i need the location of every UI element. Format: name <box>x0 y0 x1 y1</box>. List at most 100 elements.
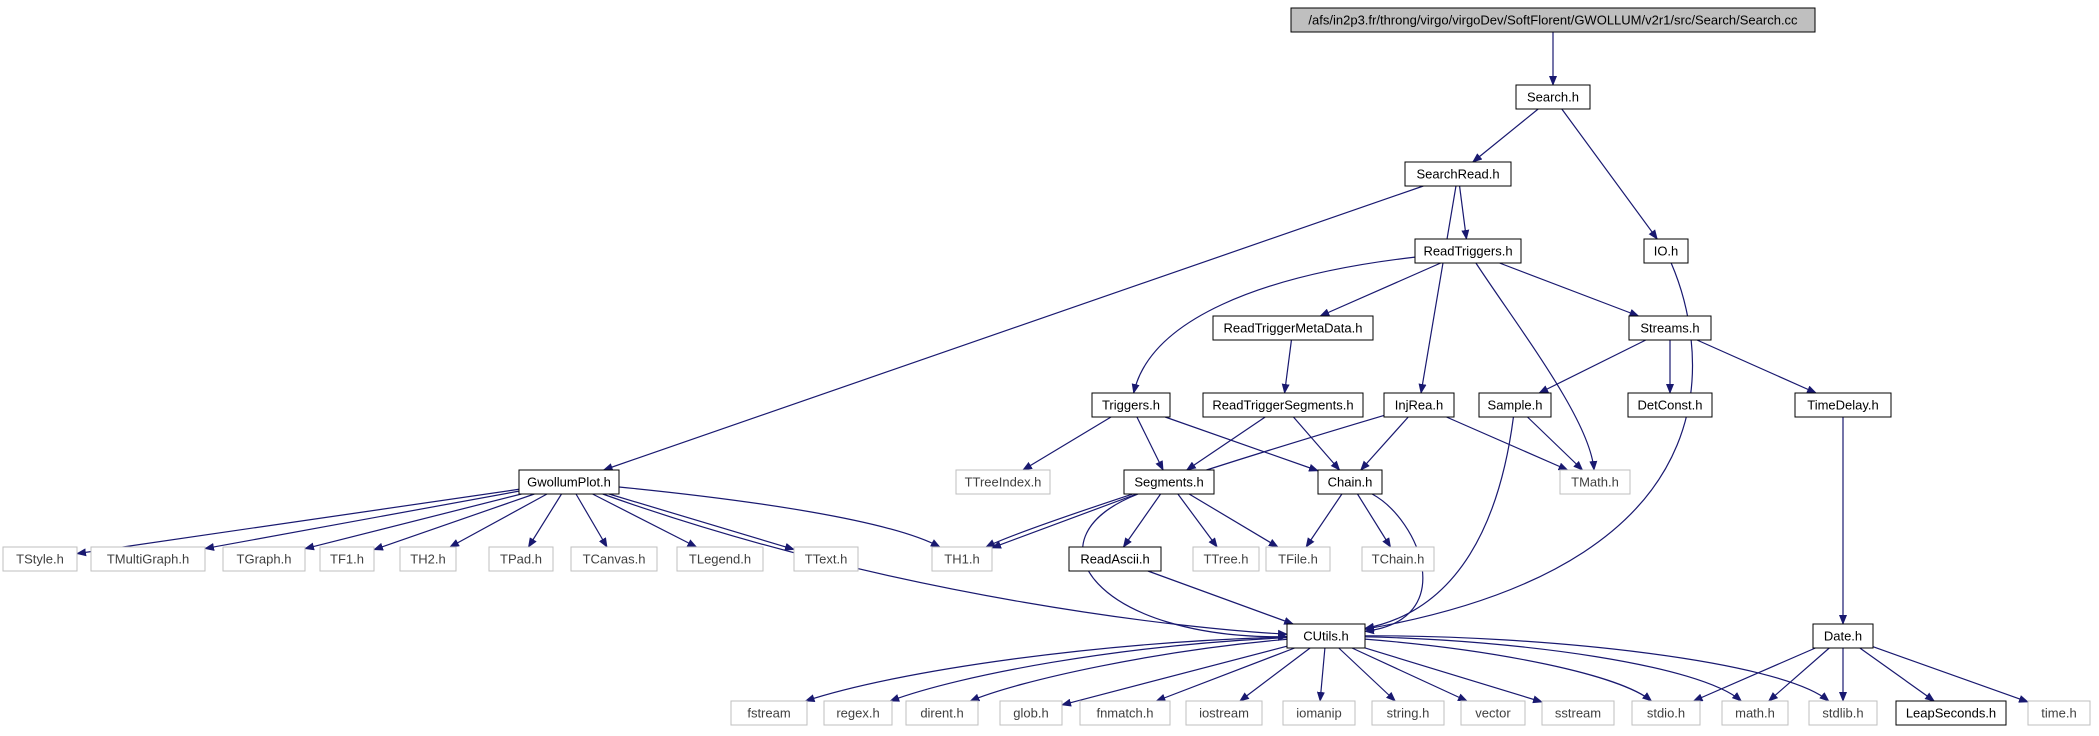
node-box <box>90 546 206 572</box>
node-box <box>1290 7 1816 33</box>
edge-cutils_h-to-fstream <box>804 636 1288 702</box>
node-root[interactable]: /afs/in2p3.fr/throng/virgo/virgoDev/Soft… <box>1290 7 1816 33</box>
edge-date_h-to-time_h <box>1872 646 2029 703</box>
node-segments-h[interactable]: Segments.h <box>1123 469 1215 495</box>
node-readtriggermetadata-h[interactable]: ReadTriggerMetaData.h <box>1212 315 1374 341</box>
node-sample-h[interactable]: Sample.h <box>1478 392 1552 418</box>
node-label: TMath.h <box>1571 475 1619 490</box>
node-label: TTreeIndex.h <box>965 475 1042 490</box>
edge-gwollumplot_h-to-th2_h <box>449 493 548 548</box>
node-streams-h[interactable]: Streams.h <box>1628 315 1712 341</box>
node-label: CUtils.h <box>1303 629 1349 644</box>
node-vector: vector <box>1460 700 1526 726</box>
node-box <box>1404 161 1512 187</box>
edge-readtriggermetadata_h-to-readtriggersegments_h <box>1281 339 1293 394</box>
node-triggers-h[interactable]: Triggers.h <box>1091 392 1171 418</box>
node-box <box>1212 315 1374 341</box>
edge-readtriggersegments_h-to-chain_h <box>1292 416 1341 471</box>
nodes-layer: /afs/in2p3.fr/throng/virgo/virgoDev/Soft… <box>2 7 2091 726</box>
node-label: stdio.h <box>1647 706 1685 721</box>
node-fnmatch-h: fnmatch.h <box>1079 700 1171 726</box>
node-label: Chain.h <box>1328 475 1373 490</box>
node-timedelay-h[interactable]: TimeDelay.h <box>1794 392 1892 418</box>
node-box <box>823 700 893 726</box>
node-box <box>2027 700 2091 726</box>
node-box <box>1643 238 1689 264</box>
node-tpad-h: TPad.h <box>488 546 554 572</box>
node-tlegend-h: TLegend.h <box>676 546 764 572</box>
node-searchread-h[interactable]: SearchRead.h <box>1404 161 1512 187</box>
edge-injrea_h-to-chain_h <box>1360 416 1409 471</box>
node-box <box>488 546 554 572</box>
node-gwollumplot-h[interactable]: GwollumPlot.h <box>518 469 620 495</box>
node-readtriggers-h[interactable]: ReadTriggers.h <box>1414 238 1522 264</box>
edge-searchread_h-to-readtriggers_h <box>1458 185 1470 240</box>
node-detconst-h[interactable]: DetConst.h <box>1627 392 1713 418</box>
edge-readtriggers_h-to-triggers_h <box>1131 256 1416 394</box>
node-box <box>1559 469 1631 495</box>
node-label: TF1.h <box>330 552 364 567</box>
node-label: TTree.h <box>1203 552 1248 567</box>
edge-search_h-to-io_h <box>1561 108 1658 240</box>
node-label: /afs/in2p3.fr/throng/virgo/virgoDev/Soft… <box>1308 13 1798 28</box>
node-fstream: fstream <box>730 700 808 726</box>
node-label: Sample.h <box>1488 398 1543 413</box>
node-chain-h[interactable]: Chain.h <box>1317 469 1383 495</box>
node-tchain-h: TChain.h <box>1361 546 1435 572</box>
node-tstyle-h: TStyle.h <box>2 546 78 572</box>
node-box <box>1721 700 1789 726</box>
node-string-h: string.h <box>1371 700 1445 726</box>
node-th2-h: TH2.h <box>399 546 457 572</box>
node-readascii-h[interactable]: ReadAscii.h <box>1068 546 1162 572</box>
node-label: math.h <box>1735 706 1775 721</box>
node-cutils-h[interactable]: CUtils.h <box>1286 623 1366 649</box>
node-stdlib-h: stdlib.h <box>1808 700 1878 726</box>
node-label: DetConst.h <box>1637 398 1702 413</box>
node-box <box>1478 392 1552 418</box>
edge-cutils_h-to-regex_h <box>889 637 1288 702</box>
node-regex-h: regex.h <box>823 700 893 726</box>
node-label: dirent.h <box>920 706 963 721</box>
node-label: fstream <box>747 706 790 721</box>
edge-cutils_h-to-iostream <box>1239 647 1311 702</box>
node-io-h[interactable]: IO.h <box>1643 238 1689 264</box>
node-box <box>518 469 620 495</box>
node-iostream: iostream <box>1185 700 1263 726</box>
node-box <box>1091 392 1171 418</box>
edge-gwollumplot_h-to-tlegend_h <box>592 493 698 548</box>
node-box <box>1631 700 1701 726</box>
node-math-h: math.h <box>1721 700 1789 726</box>
node-box <box>222 546 306 572</box>
edge-cutils_h-to-dirent_h <box>969 638 1288 702</box>
node-box <box>2 546 78 572</box>
node-label: TStyle.h <box>16 552 64 567</box>
node-label: ReadAscii.h <box>1080 552 1149 567</box>
edge-cutils_h-to-vector <box>1351 647 1468 702</box>
node-box <box>1282 700 1356 726</box>
node-box <box>1202 392 1364 418</box>
edge-gwollumplot_h-to-tgraph_h <box>304 493 522 551</box>
node-leapseconds-h[interactable]: LeapSeconds.h <box>1895 700 2007 726</box>
edge-chain_h-to-tchain_h <box>1356 493 1392 548</box>
node-date-h[interactable]: Date.h <box>1812 623 1874 649</box>
node-label: ReadTriggerSegments.h <box>1212 398 1353 413</box>
edge-gwollumplot_h-to-tpad_h <box>527 493 563 548</box>
node-injrea-h[interactable]: InjRea.h <box>1383 392 1455 418</box>
node-sstream: sstream <box>1541 700 1615 726</box>
edge-segments_h-to-readascii_h <box>1122 493 1162 548</box>
node-box <box>1812 623 1874 649</box>
node-glob-h: glob.h <box>999 700 1063 726</box>
node-time-h: time.h <box>2027 700 2091 726</box>
node-readtriggersegments-h[interactable]: ReadTriggerSegments.h <box>1202 392 1364 418</box>
node-box <box>1541 700 1615 726</box>
edge-cutils_h-to-glob_h <box>1061 645 1288 707</box>
node-box <box>1794 392 1892 418</box>
node-box <box>1414 238 1522 264</box>
node-ttreeindex-h: TTreeIndex.h <box>955 469 1051 495</box>
edge-readtriggers_h-to-streams_h <box>1499 262 1640 317</box>
node-box <box>1123 469 1215 495</box>
edge-sample_h-to-cutils_h <box>1364 416 1515 631</box>
node-search-h[interactable]: Search.h <box>1515 84 1591 110</box>
edge-io_h-to-cutils_h <box>1364 262 1693 632</box>
